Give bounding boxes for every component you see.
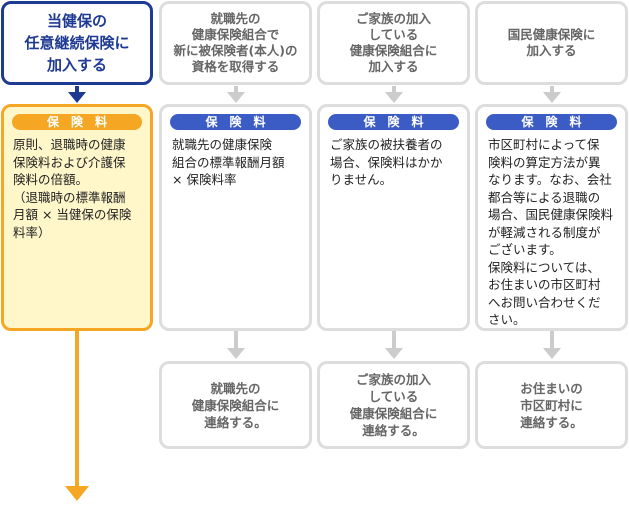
premium-badge: 保険料 [486, 114, 617, 130]
arrow-down-navy [68, 86, 86, 103]
premium-text: 就職先の健康保険 組合の標準報酬月額 × 保険料率 [172, 137, 285, 187]
arrow-down-gray [543, 86, 561, 103]
contact-new-employer: 就職先の 健康保険組合に 連絡する。 [159, 361, 312, 449]
premium-text: 原則、退職時の健康 保険料および介護保 険料の倍額。 （退職時の標準報酬 月額 … [13, 137, 132, 240]
arrow-down-gray [385, 86, 403, 103]
premium-box-continue: 保険料 原則、退職時の健康 保険料および介護保 険料の倍額。 （退職時の標準報酬… [1, 104, 153, 331]
step-continue-insurance: 当健保の 任意継続保険に 加入する [1, 1, 153, 85]
step-family-insurance: ご家族の加入 している 健康保険組合に 加入する [317, 1, 470, 85]
arrow-down-orange [65, 331, 89, 501]
arrow-down-gray [543, 331, 561, 359]
step-national-insurance: 国民健康保険に 加入する [475, 1, 628, 85]
arrow-down-gray [227, 331, 245, 359]
premium-box-national: 保険料 市区町村によって保 険料の算定方法が異 なります。なお、会社 都合等によ… [475, 104, 628, 331]
premium-badge: 保険料 [12, 114, 142, 130]
arrow-down-gray [385, 331, 403, 359]
premium-badge: 保険料 [170, 114, 301, 130]
premium-text: ご家族の被扶養者の 場合、保険料はかか りません。 [330, 137, 443, 187]
contact-municipality: お住まいの 市区町村に 連絡する。 [475, 361, 628, 449]
step-new-employer-insurance: 就職先の 健康保険組合で 新に被保険者(本人)の 資格を取得する [159, 1, 312, 85]
premium-text: 市区町村によって保 険料の算定方法が異 なります。なお、会社 都合等による退職の… [488, 137, 614, 327]
premium-box-new-employer: 保険料 就職先の健康保険 組合の標準報酬月額 × 保険料率 [159, 104, 312, 331]
premium-box-family: 保険料 ご家族の被扶養者の 場合、保険料はかか りません。 [317, 104, 470, 331]
arrow-down-gray [227, 86, 245, 103]
premium-badge: 保険料 [328, 114, 459, 130]
contact-family: ご家族の加入 している 健康保険組合に 連絡する。 [317, 361, 470, 449]
